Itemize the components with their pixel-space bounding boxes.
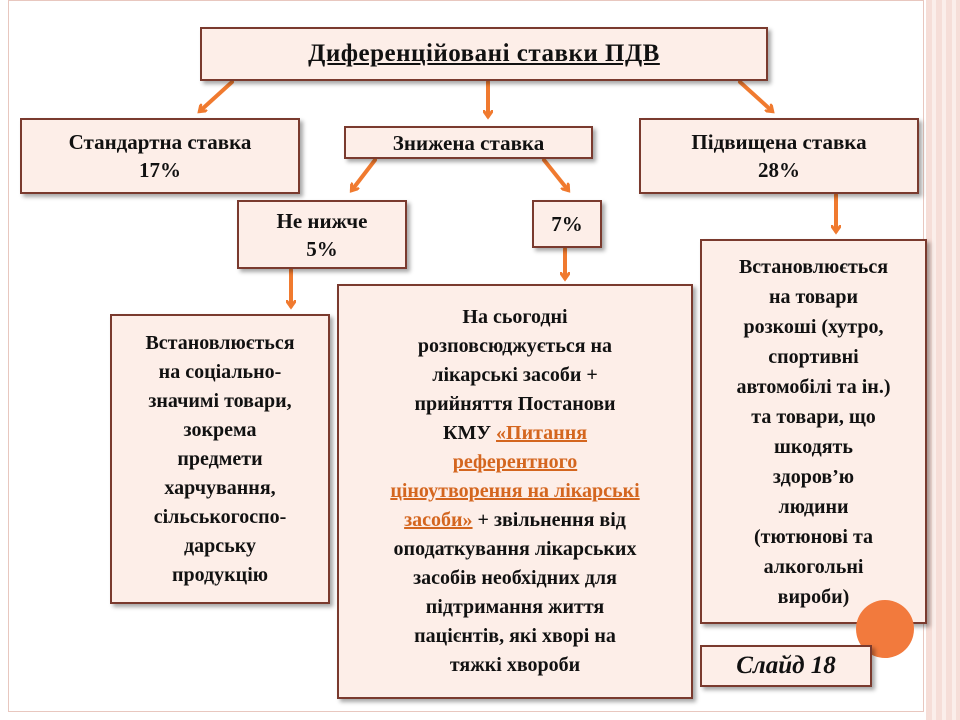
resolution-link[interactable]: засоби» xyxy=(404,509,473,531)
reduced-rate-label: Знижена ставка xyxy=(392,130,545,155)
right-desc-line: здоров’ю xyxy=(772,465,855,488)
left-desc-line: продукцію xyxy=(171,563,269,586)
arrow-reduced-to-seven xyxy=(542,158,568,190)
left-desc-line: дарську xyxy=(184,534,256,557)
not-lower-value: 5% xyxy=(306,236,338,261)
right-desc-line: розкоші (хутро, xyxy=(743,315,884,338)
right-desc-line: на товари xyxy=(768,285,859,308)
middle-desc-line: розповсюджується на xyxy=(417,335,613,357)
seven-percent-box: 7% xyxy=(532,200,602,248)
standard-rate-box: Стандартна ставка 17% xyxy=(20,118,300,194)
resolution-link[interactable]: ціноутворення на лікарські xyxy=(390,480,640,502)
decorative-stripes xyxy=(926,0,960,720)
left-desc-line: зокрема xyxy=(183,418,257,441)
right-desc-line: спортивні xyxy=(768,345,859,368)
left-desc-line: на соціально- xyxy=(158,360,282,383)
left-desc-line: Встановлюється xyxy=(145,331,295,354)
right-desc-line: Встановлюється xyxy=(738,255,889,278)
middle-desc-line: КМУ «Питання xyxy=(443,419,587,448)
arrow-reduced-to-not-lower xyxy=(352,158,377,190)
middle-desc-line: пацієнтів, які хворі на xyxy=(414,625,616,647)
right-desc-line: алкогольні xyxy=(763,555,864,578)
right-desc-line: (тютюнові та xyxy=(753,525,874,548)
middle-desc-line: На сьогодні xyxy=(462,306,568,328)
arrow-title-to-standard xyxy=(200,80,234,111)
increased-rate-value: 28% xyxy=(758,158,800,182)
not-lower-label: Не нижче xyxy=(276,208,368,233)
middle-desc-line: засоби» + звільнення від xyxy=(404,506,626,535)
middle-desc-line: засобів необхідних для xyxy=(413,567,617,589)
right-desc-line: вироби) xyxy=(777,585,850,608)
standard-rate-value: 17% xyxy=(139,158,181,182)
middle-description-box: На сьогодні розповсюджується на лікарськ… xyxy=(337,284,693,699)
middle-desc-exemption: + звільнення від xyxy=(472,509,626,531)
left-desc-line: предмети xyxy=(177,447,263,470)
increased-rate-box: Підвищена ставка 28% xyxy=(639,118,919,194)
slide-number-box: Слайд 18 xyxy=(700,645,872,687)
middle-desc-line: прийняття Постанови xyxy=(414,393,616,415)
middle-desc-kmu: КМУ xyxy=(442,422,497,444)
middle-desc-line: лікарські засоби + xyxy=(432,364,598,386)
right-description-box: Встановлюється на товари розкоші (хутро,… xyxy=(700,239,927,624)
right-desc-line: людини xyxy=(778,495,849,518)
right-desc-line: автомобілі та ін.) xyxy=(736,375,891,398)
seven-percent-label: 7% xyxy=(551,212,583,236)
left-desc-line: сільськогоспо- xyxy=(153,505,287,528)
left-desc-line: значимі товари, xyxy=(148,389,292,412)
middle-desc-line: підтримання життя xyxy=(425,596,605,618)
title-box: Диференційовані ставки ПДВ xyxy=(200,27,768,81)
resolution-link[interactable]: референтного xyxy=(452,451,578,473)
increased-rate-label: Підвищена ставка xyxy=(691,130,867,154)
left-description-box: Встановлюється на соціально- значимі тов… xyxy=(110,314,330,604)
middle-desc-line: тяжкі хвороби xyxy=(449,654,581,676)
left-desc-line: харчування, xyxy=(164,476,276,499)
middle-desc-line: оподаткування лікарських xyxy=(393,538,637,560)
resolution-link[interactable]: «Питання xyxy=(496,422,588,444)
reduced-rate-box: Знижена ставка xyxy=(344,126,593,159)
right-desc-line: та товари, що xyxy=(751,405,876,428)
arrow-title-to-increased xyxy=(738,80,772,111)
right-desc-line: шкодять xyxy=(774,435,853,458)
not-lower-box: Не нижче 5% xyxy=(237,200,407,269)
standard-rate-label: Стандартна ставка xyxy=(68,130,252,154)
slide-number: Слайд 18 xyxy=(736,652,836,679)
diagram-title: Диференційовані ставки ПДВ xyxy=(308,40,660,67)
